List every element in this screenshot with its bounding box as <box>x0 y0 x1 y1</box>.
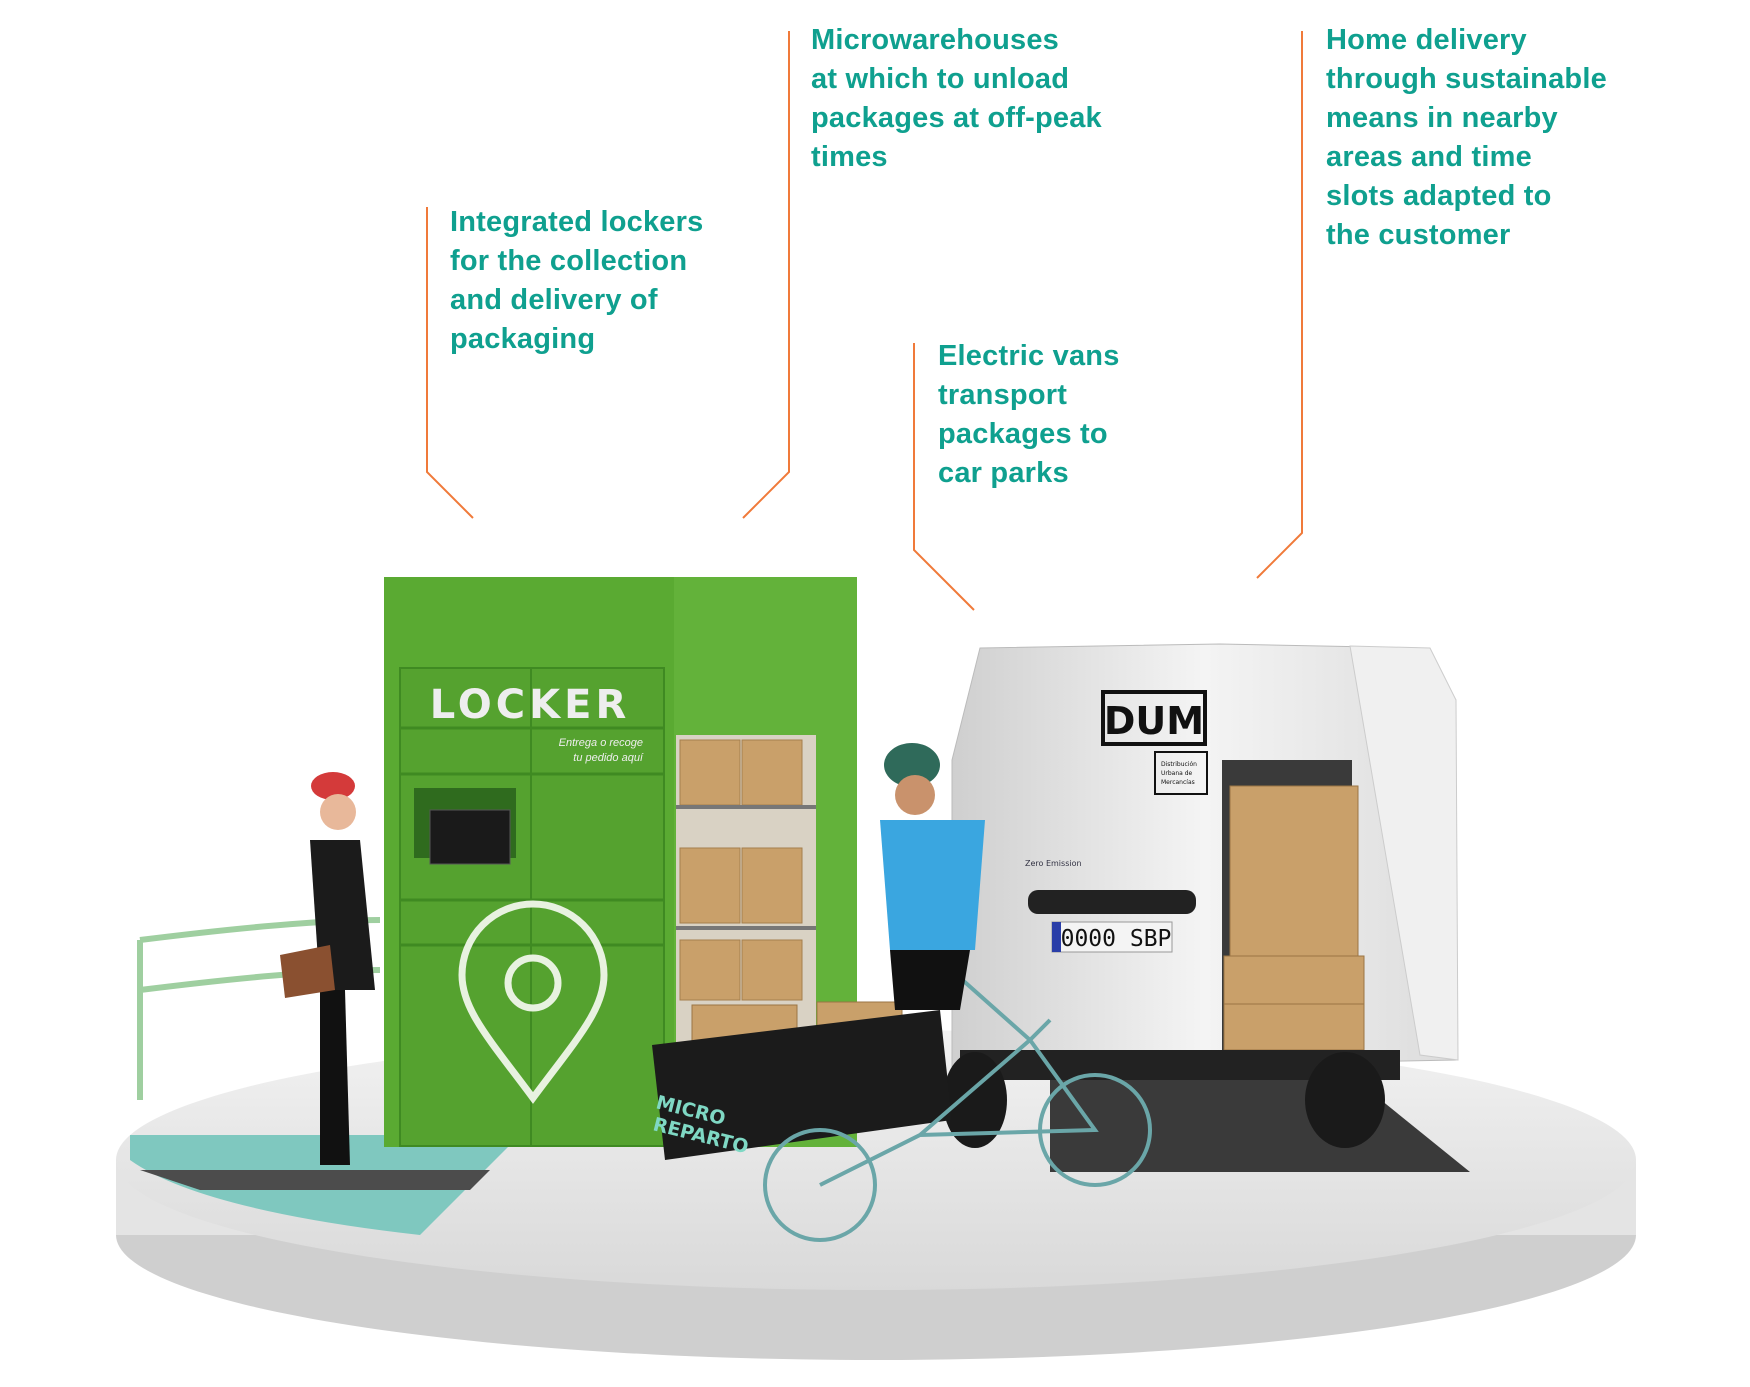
callout-line: packages at off-peak <box>811 102 1102 134</box>
van-logo-sub-3: Mercancías <box>1161 779 1195 786</box>
callout-line: times <box>811 141 888 173</box>
platform <box>116 917 1636 1360</box>
callout-line: Electric vans <box>938 340 1120 372</box>
callout-line: through sustainable <box>1326 63 1607 95</box>
callout-line: the customer <box>1326 219 1511 251</box>
callout-microwarehouses: Microwarehouses at which to unload packa… <box>811 21 1102 177</box>
locker-subtitle-2: tu pedido aquí <box>573 752 644 764</box>
callout-line: areas and time <box>1326 141 1532 173</box>
callout-line: packages to <box>938 418 1108 450</box>
electric-van: DUM Distribución Urbana de Mercancías Ze… <box>943 643 1459 1148</box>
leader-line-microwarehouses <box>742 31 790 519</box>
callout-home-delivery: Home delivery through sustainable means … <box>1326 21 1607 255</box>
van-logo: DUM <box>1104 699 1204 743</box>
callout-line: and delivery of <box>450 284 658 316</box>
callout-lockers: Integrated lockers for the collection an… <box>450 203 703 359</box>
callout-line: means in nearby <box>1326 102 1558 134</box>
callout-line: car parks <box>938 457 1069 489</box>
callout-line: transport <box>938 379 1068 411</box>
callout-electric-vans: Electric vans transport packages to car … <box>938 337 1120 493</box>
locker-subtitle-1: Entrega o recoge <box>559 737 643 749</box>
callout-line: Home delivery <box>1326 24 1527 56</box>
callout-line: Microwarehouses <box>811 24 1059 56</box>
leader-line-electric-vans <box>913 343 975 611</box>
location-pin-icon <box>458 900 608 1104</box>
callout-line: slots adapted to <box>1326 180 1552 212</box>
leader-line-lockers <box>426 207 474 519</box>
callout-line: at which to unload <box>811 63 1070 95</box>
cyclist-figure <box>880 743 985 1010</box>
cargo-bike: MICRO REPARTO <box>651 958 1152 1242</box>
van-logo-sub-1: Distribución <box>1161 761 1197 768</box>
callout-line: packaging <box>450 323 596 355</box>
callout-line: for the collection <box>450 245 688 277</box>
van-zero-emission-badge: Zero Emission <box>1025 859 1082 868</box>
leader-lines <box>426 31 1303 611</box>
van-logo-sub-2: Urbana de <box>1161 770 1193 777</box>
license-plate: 0000 SBP <box>1061 926 1172 952</box>
woman-figure <box>280 772 375 1165</box>
callout-line: Integrated lockers <box>450 206 704 238</box>
leader-line-home-delivery <box>1256 31 1303 579</box>
locker-title: LOCKER <box>430 682 631 728</box>
